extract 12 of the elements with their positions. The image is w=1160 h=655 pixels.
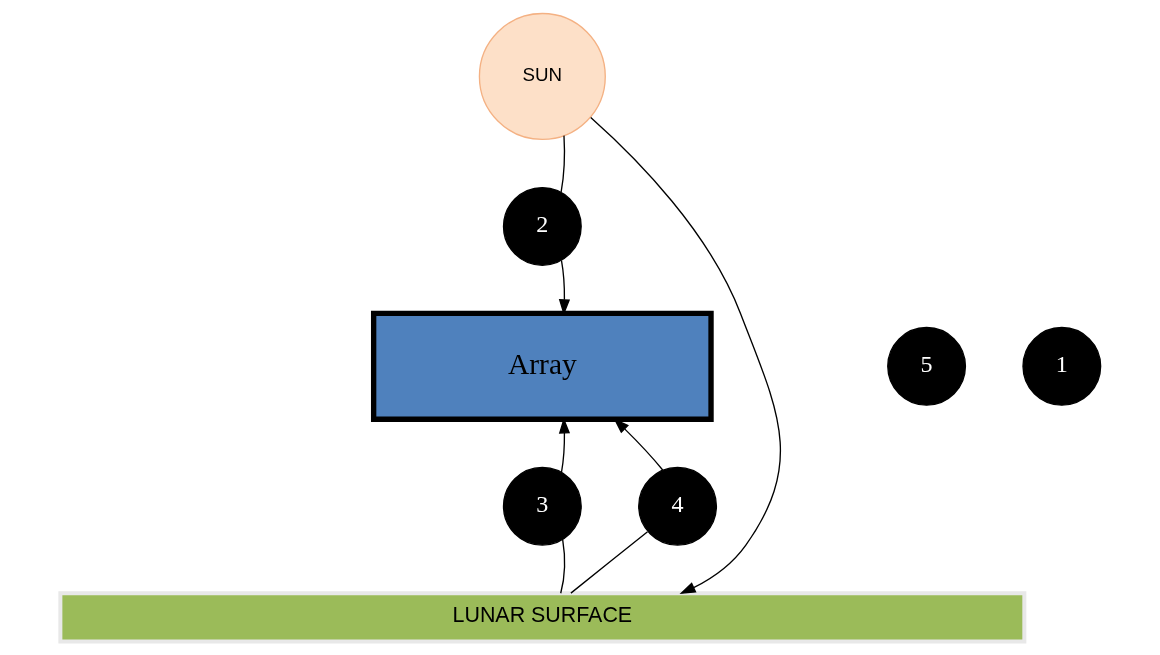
node-circle: 5 <box>886 326 966 406</box>
node-box: Array <box>370 310 714 422</box>
node-circle: 1 <box>1021 326 1101 406</box>
connector <box>559 538 565 594</box>
node-circle: 4 <box>637 466 717 546</box>
node-circle: SUN <box>478 12 606 141</box>
connector <box>559 134 565 193</box>
arrow <box>589 116 781 595</box>
node-circle: 3 <box>502 466 582 546</box>
connector <box>569 531 648 594</box>
node-box: LUNAR SURFACE <box>57 591 1026 644</box>
node-circle: 2 <box>502 186 582 266</box>
